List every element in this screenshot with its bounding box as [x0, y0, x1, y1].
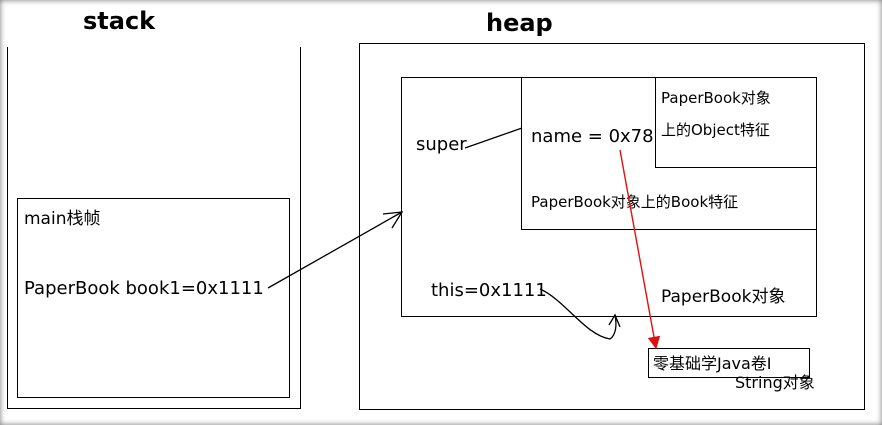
main-frame-label: main栈帧 — [24, 209, 101, 229]
main-stack-frame — [17, 198, 290, 398]
this-label: this=0x1111 — [431, 280, 547, 301]
book1-variable: PaperBook book1=0x1111 — [24, 278, 264, 299]
heap-title: heap — [486, 9, 553, 37]
paperbook-object-label: PaperBook对象 — [661, 287, 786, 307]
object-part — [655, 77, 817, 168]
string-value: 零基础学Java卷I — [653, 354, 772, 373]
name-field: name = 0x78 — [531, 126, 654, 147]
object-part-line2: 上的Object特征 — [661, 121, 770, 139]
stack-title: stack — [83, 7, 156, 35]
super-label: super — [416, 134, 467, 155]
string-object — [648, 348, 810, 378]
book-part-label: PaperBook对象上的Book特征 — [531, 193, 739, 211]
object-part-line1: PaperBook对象 — [661, 89, 771, 107]
string-object-label: String对象 — [735, 373, 815, 392]
